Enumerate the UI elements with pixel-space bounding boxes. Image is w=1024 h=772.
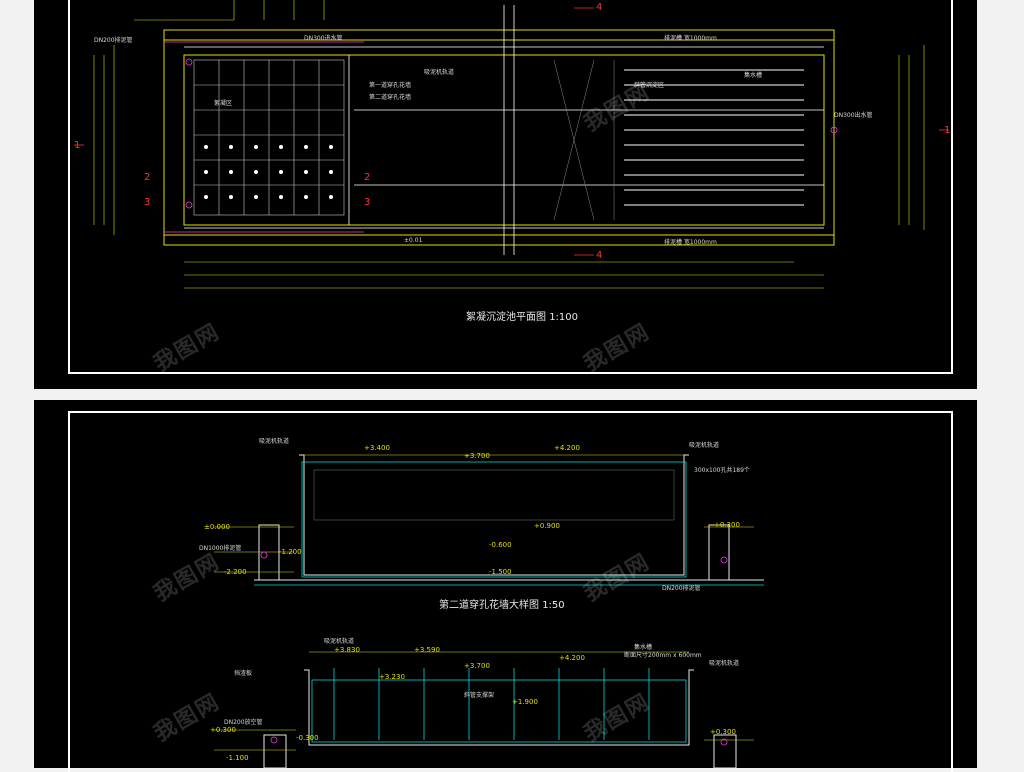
label-mud-channel-bottom: 排泥槽 宽1000mm (664, 239, 717, 246)
d1-elev-b: +3.700 (464, 452, 490, 460)
section-marker-1-left: 1 (74, 140, 81, 151)
label-outlet-pipe: DN300出水管 (834, 112, 873, 119)
d2-note-rail-2: 吸泥机轨道 (709, 660, 740, 667)
section-marker-3: 3 (144, 197, 151, 208)
d2-note-plate: 斜管支撑架 (464, 692, 495, 699)
detail1-scale: 1:50 (542, 600, 565, 611)
section-marker-3b: 3 (364, 197, 371, 208)
d2-elev-g: +0.300 (210, 726, 236, 734)
d2-elev-j: -1.100 (226, 754, 249, 762)
d1-elev-c: +4.200 (554, 444, 580, 452)
d1-note-rail: 吸泥机轨道 (259, 438, 290, 445)
d1-note-pipe: DN1000排泥管 (199, 545, 242, 552)
section-marker-2b: 2 (364, 172, 371, 183)
d1-elev-g: -2.200 (224, 568, 247, 576)
d2-note-trough: 集水槽 (634, 644, 653, 651)
plan-title: 絮凝沉淀池平面图 1:100 (466, 308, 578, 323)
section-marker-4-bottom: 4 (596, 250, 603, 261)
plan-title-text: 絮凝沉淀池平面图 (466, 312, 546, 323)
plan-scale: 1:100 (549, 312, 579, 323)
label-wall-2: 第二道穿孔花墙 (369, 94, 412, 101)
label-mud-channel-top: 排泥槽 宽1000mm (664, 35, 717, 42)
d2-elev-f: +1.900 (512, 698, 538, 706)
detail-frame (68, 411, 953, 772)
label-wall-1: 第一道穿孔花墙 (369, 82, 412, 89)
detail-sheet: +3.400 +3.700 +4.200 +0.900 ±0.000 -1.20… (34, 400, 977, 772)
plan-frame (68, 0, 953, 374)
d2-note-rail: 吸泥机轨道 (324, 638, 355, 645)
d1-note-holes: 300x100孔共189个 (694, 467, 750, 474)
d2-elev-b: +3.590 (414, 646, 440, 654)
d2-note-board: 挡渣板 (234, 670, 253, 677)
d2-elev-i: +0.300 (710, 728, 736, 736)
detail1-title-text: 第二道穿孔花墙大样图 (439, 600, 539, 611)
section-marker-1-right: 1 (944, 125, 951, 136)
label-settle-zone: 斜管沉淀区 (634, 82, 665, 89)
label-collect-trough: 集水槽 (744, 72, 763, 79)
section-marker-4-top: 4 (596, 2, 603, 13)
label-floc-zone: 絮凝区 (214, 100, 233, 107)
d1-elev-i: -0.600 (489, 541, 512, 549)
d2-elev-d: +4.200 (559, 654, 585, 662)
label-level: ±0.01 (404, 237, 423, 244)
d1-elev-f: -1.200 (279, 548, 302, 556)
detail1-title: 第二道穿孔花墙大样图 1:50 (439, 596, 565, 611)
d1-elev-j: -1.500 (489, 568, 512, 576)
d1-note-pipe-2: DN200排泥管 (662, 585, 701, 592)
d2-elev-h: -0.300 (296, 734, 319, 742)
d1-elev-e: ±0.000 (204, 523, 230, 531)
detail-drawing (214, 454, 764, 768)
label-dn300-inlet: DN300进水管 (304, 35, 343, 42)
label-rail: 吸泥机轨道 (424, 69, 455, 76)
d1-elev-d: +0.900 (534, 522, 560, 530)
d2-elev-a: +3.830 (334, 646, 360, 654)
d1-elev-a: +3.400 (364, 444, 390, 452)
label-dn200-drain: DN200排泥管 (94, 37, 133, 44)
d2-note-pipe: DN200放空管 (224, 719, 263, 726)
plan-drawing (74, 0, 949, 289)
d1-elev-h: +0.300 (714, 521, 740, 529)
d2-note-size: 断面尺寸200mm x 600mm (624, 652, 702, 659)
plan-sheet: 4 4 1 1 2 3 2 3 DN300进水管 DN200排泥管 絮凝区 斜管… (34, 0, 977, 389)
d1-note-rail-2: 吸泥机轨道 (689, 442, 720, 449)
d2-elev-e: +3.230 (379, 673, 405, 681)
section-marker-2: 2 (144, 172, 151, 183)
d2-elev-c: +3.700 (464, 662, 490, 670)
